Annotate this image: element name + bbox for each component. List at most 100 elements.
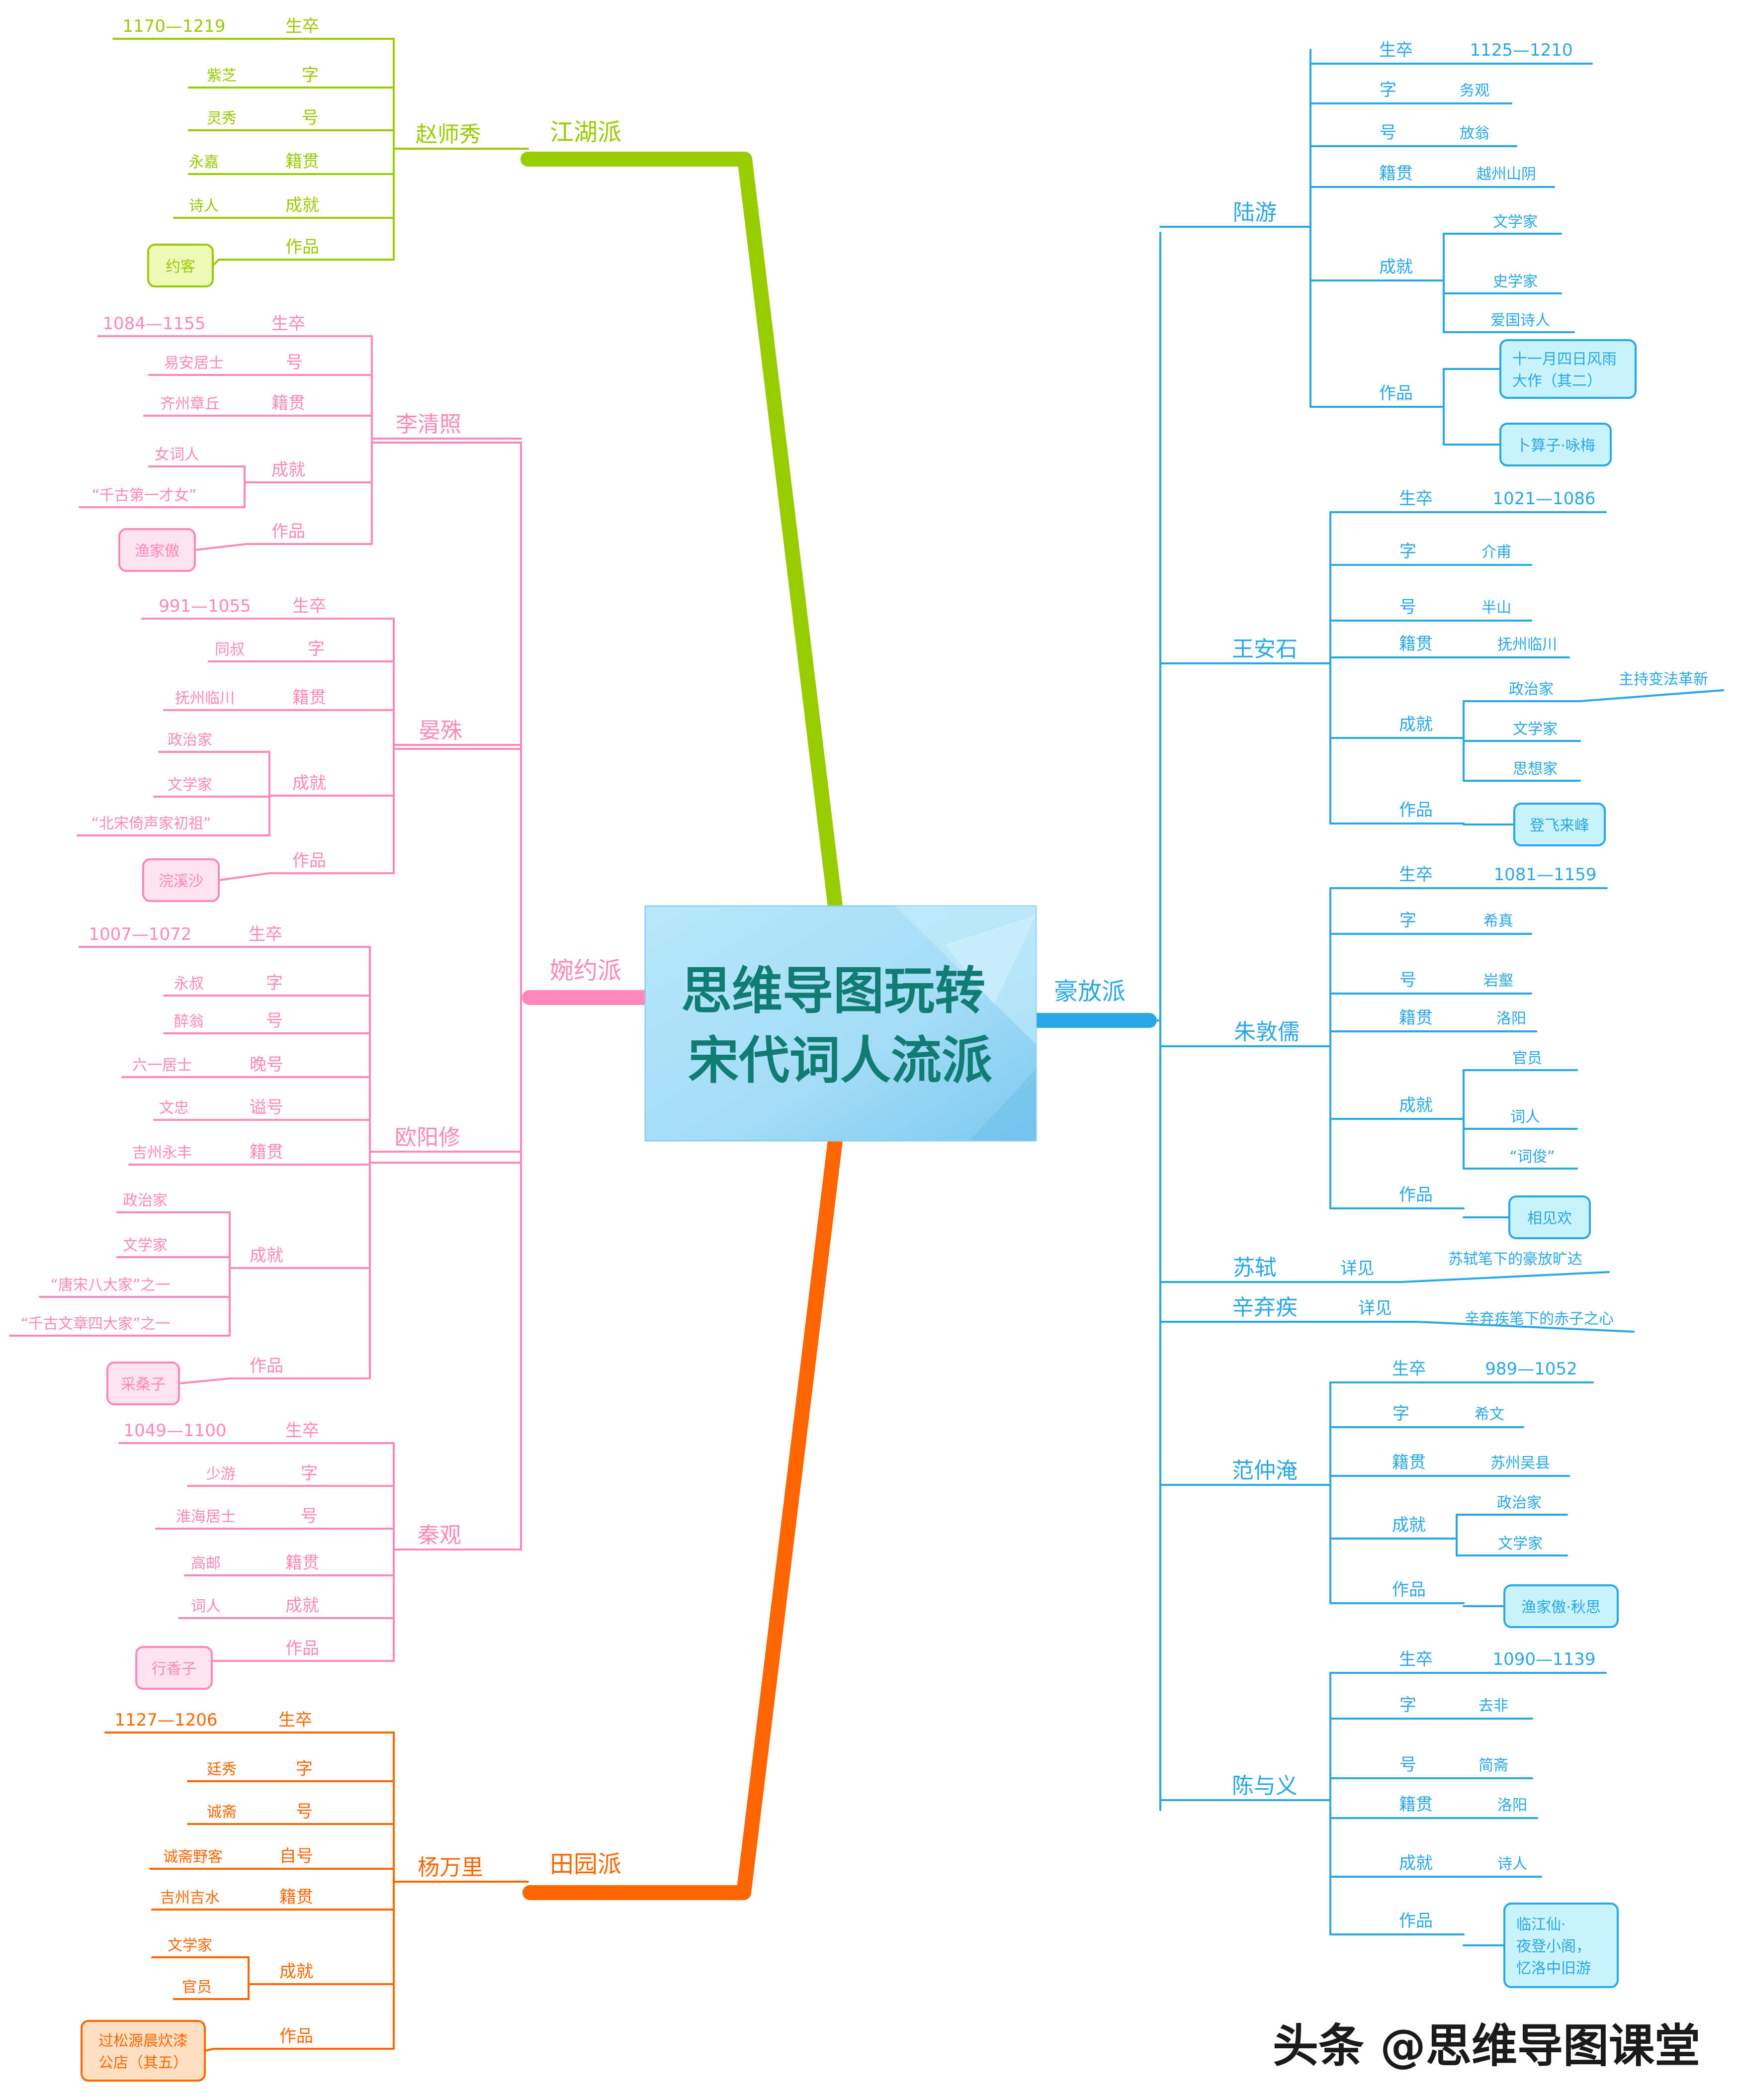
attr-label: 成就 <box>1379 257 1413 277</box>
attr-value: 去非 <box>1479 1697 1508 1715</box>
work-box[interactable] <box>1513 803 1606 846</box>
attr-label: 字 <box>1399 911 1416 930</box>
work-box[interactable] <box>1499 423 1612 466</box>
attr-label: 详见 <box>1358 1298 1392 1318</box>
attr-label: 生卒 <box>271 314 305 334</box>
work-box[interactable] <box>81 2020 206 2082</box>
attr-value: 醉翁 <box>174 1013 204 1030</box>
attr-value: 灵秀 <box>207 110 237 127</box>
work-box[interactable] <box>1503 1903 1619 1988</box>
work-title: 浣溪沙 <box>159 873 203 890</box>
attr-value: 苏州吴县 <box>1490 1455 1550 1472</box>
attr-label: 字 <box>296 1759 313 1779</box>
attr-value: 思想家 <box>1513 760 1558 778</box>
attr-label: 生卒 <box>292 596 326 616</box>
attr-value: 诗人 <box>189 197 219 215</box>
attr-value: 抚州临川 <box>1497 636 1557 653</box>
poet-name: 晏殊 <box>419 718 462 743</box>
value-line <box>1579 689 1724 702</box>
work-title: 登飞来峰 <box>1530 817 1589 834</box>
attr-label: 作品 <box>1399 800 1433 820</box>
attr-label: 作品 <box>1392 1580 1426 1600</box>
work-title: 大作（其二） <box>1512 372 1602 390</box>
attr-value: 希文 <box>1475 1406 1504 1423</box>
attr-label: 生卒 <box>1379 40 1413 60</box>
work-title: 夜登小阁， <box>1516 1938 1591 1955</box>
attr-value: 1007—1072 <box>88 924 191 944</box>
attr-label: 成就 <box>250 1246 283 1266</box>
attr-value: 易安居士 <box>164 355 224 372</box>
attr-label: 成就 <box>279 1962 313 1982</box>
attr-label: 字 <box>301 1463 318 1483</box>
attr-label: 号 <box>301 1506 318 1526</box>
poet-name: 李清照 <box>396 412 461 437</box>
attr-value: 词人 <box>1510 1108 1540 1126</box>
attr-value: “词俊” <box>1509 1148 1555 1166</box>
poet-name: 欧阳修 <box>395 1125 460 1150</box>
attr-value: 诗人 <box>1497 1855 1527 1873</box>
attr-label: 成就 <box>1399 715 1433 734</box>
central-topic[interactable]: 思维导图玩转 宋代词人流派 <box>644 905 1037 1142</box>
attr-label: 号 <box>1399 597 1416 617</box>
attr-value: 文学家 <box>1513 721 1558 738</box>
poet-name: 赵师秀 <box>416 122 481 147</box>
attr-label: 生卒 <box>249 924 282 944</box>
attr-label: 自号 <box>279 1846 313 1866</box>
attr-value: 吉州吉水 <box>160 1889 220 1907</box>
work-box[interactable] <box>1508 1195 1591 1239</box>
attr-value: 1084—1155 <box>102 314 205 334</box>
poet-name: 陆游 <box>1233 200 1277 225</box>
attr-extra: 主持变法革新 <box>1619 671 1708 688</box>
attr-value: 洛阳 <box>1496 1010 1526 1027</box>
attr-label: 作品 <box>1379 383 1413 403</box>
attr-value: 官员 <box>1512 1050 1542 1067</box>
work-box[interactable] <box>1499 339 1637 399</box>
attr-value: 政治家 <box>1509 681 1554 698</box>
attr-value: 淮海居士 <box>176 1508 236 1526</box>
attr-value: 991—1055 <box>159 596 251 616</box>
attr-label: 生卒 <box>285 1421 319 1441</box>
center-title-line-1: 思维导图玩转 <box>681 962 985 1021</box>
attr-label: 籍贯 <box>1399 1008 1433 1028</box>
work-title: 忆洛中旧游 <box>1516 1960 1591 1977</box>
work-title: 渔家傲·秋思 <box>1521 1599 1601 1616</box>
attr-label: 成就 <box>292 773 326 793</box>
attr-label: 作品 <box>279 2026 313 2046</box>
attr-label: 籍贯 <box>1379 164 1413 183</box>
work-title: 约客 <box>166 258 195 275</box>
attr-label: 号 <box>266 1011 283 1031</box>
attr-label: 生卒 <box>1399 489 1433 509</box>
work-line <box>178 1377 231 1384</box>
work-line <box>212 259 220 267</box>
attr-value: 永叔 <box>174 975 204 993</box>
attr-value: 1081—1159 <box>1493 865 1596 885</box>
attr-label: 号 <box>302 108 319 128</box>
attr-label: 籍贯 <box>292 688 326 708</box>
attr-label: 字 <box>302 65 319 85</box>
attr-value: 史学家 <box>1493 273 1538 290</box>
value-line <box>1416 1321 1635 1333</box>
attr-label: 籍贯 <box>279 1887 313 1907</box>
school-label-tianyuan: 田园派 <box>550 1850 621 1878</box>
attr-value: 洛阳 <box>1497 1797 1527 1814</box>
attr-value: 抚州临川 <box>175 690 235 707</box>
attr-label: 成就 <box>285 1596 319 1616</box>
attr-label: 作品 <box>1399 1185 1433 1205</box>
value-line <box>1401 1271 1610 1283</box>
attr-label: 生卒 <box>1392 1359 1426 1379</box>
attr-label: 生卒 <box>278 1710 312 1730</box>
poet-name: 范仲淹 <box>1232 1458 1298 1483</box>
attr-value: 诚斋 <box>207 1804 237 1821</box>
attr-value: 简斋 <box>1479 1757 1508 1774</box>
attr-label: 作品 <box>285 1639 319 1658</box>
attr-value: 文学家 <box>168 1937 212 1954</box>
attr-value: 文学家 <box>1493 213 1538 231</box>
work-box[interactable] <box>1503 1584 1619 1628</box>
attr-label: 字 <box>1380 80 1396 100</box>
attr-value: 少游 <box>206 1465 236 1483</box>
attr-value: 989—1052 <box>1485 1359 1577 1379</box>
attr-value: 官员 <box>182 1979 212 1996</box>
attr-value: 文学家 <box>1498 1535 1543 1552</box>
attr-label: 字 <box>1399 542 1416 561</box>
attr-value: 1049—1100 <box>123 1421 226 1441</box>
